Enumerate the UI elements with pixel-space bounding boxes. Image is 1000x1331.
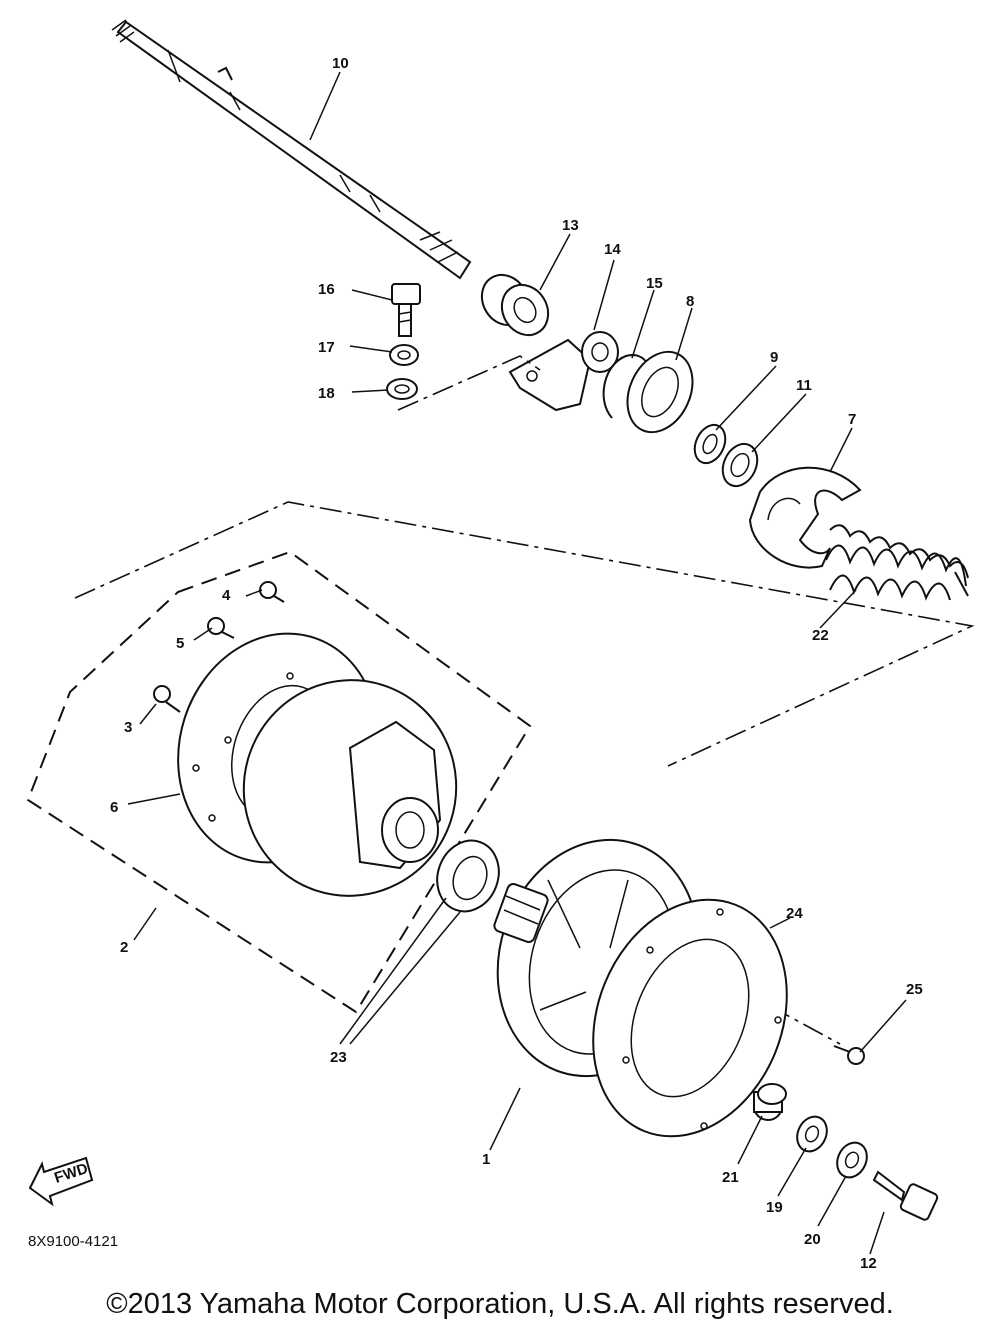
callout-18: 18 bbox=[318, 385, 335, 402]
washer-20-part bbox=[836, 1141, 868, 1179]
callout-21: 21 bbox=[722, 1169, 739, 1186]
spring-part bbox=[825, 524, 969, 601]
callout-8: 8 bbox=[686, 293, 694, 310]
movable-sheave-part bbox=[177, 632, 458, 897]
callout-25: 25 bbox=[906, 981, 923, 998]
washer-9-part bbox=[693, 423, 727, 465]
callout-5: 5 bbox=[176, 635, 184, 652]
bolt-4-part bbox=[259, 581, 285, 603]
callout-10: 10 bbox=[332, 55, 349, 72]
bolt-3-part bbox=[153, 685, 181, 713]
exploded-parts-diagram: FWD 10 13 14 15 8 9 11 7 16 17 18 bbox=[26, 19, 975, 1272]
reference-code: 8X9100-4121 bbox=[28, 1233, 118, 1250]
bolt-16-part bbox=[391, 283, 421, 337]
callout-20: 20 bbox=[804, 1231, 821, 1248]
copyright-notice: ©2013 Yamaha Motor Corporation, U.S.A. A… bbox=[106, 1288, 894, 1320]
callout-23: 23 bbox=[330, 1049, 347, 1066]
washer-19-part bbox=[796, 1115, 828, 1153]
callout-11: 11 bbox=[796, 377, 812, 394]
bracket-part bbox=[508, 331, 619, 412]
bolt-12-part bbox=[872, 1170, 939, 1221]
callout-22: 22 bbox=[812, 627, 829, 644]
washer-11-part bbox=[721, 442, 759, 488]
callout-14: 14 bbox=[604, 241, 621, 258]
callout-17: 17 bbox=[318, 339, 335, 356]
washer-17-part bbox=[389, 344, 419, 366]
shaft-part bbox=[111, 19, 472, 280]
callout-13: 13 bbox=[562, 217, 579, 234]
collar-part bbox=[753, 1083, 787, 1121]
callout-16: 16 bbox=[318, 281, 335, 298]
callout-2: 2 bbox=[120, 939, 128, 956]
callout-9: 9 bbox=[770, 349, 778, 366]
callout-6: 6 bbox=[110, 799, 118, 816]
plate-part bbox=[592, 898, 788, 1138]
washer-part bbox=[626, 350, 694, 434]
fwd-arrow-icon bbox=[28, 1156, 94, 1207]
callout-1: 1 bbox=[482, 1151, 490, 1168]
leader-lines bbox=[127, 71, 907, 1255]
callout-12: 12 bbox=[860, 1255, 877, 1272]
callout-7: 7 bbox=[848, 411, 856, 428]
bearing-part bbox=[480, 273, 550, 337]
callout-15: 15 bbox=[646, 275, 663, 292]
callout-24: 24 bbox=[786, 905, 803, 922]
alignment-line-frame bbox=[74, 501, 975, 767]
screw-25-part bbox=[833, 1045, 865, 1065]
alignment-line-upper bbox=[397, 355, 541, 411]
cam-part bbox=[748, 466, 862, 569]
oil-seal-part bbox=[436, 839, 500, 913]
callout-19: 19 bbox=[766, 1199, 783, 1216]
bolt-5-part bbox=[207, 617, 235, 639]
callout-3: 3 bbox=[124, 719, 132, 736]
sheave-assembly-boundary bbox=[26, 550, 532, 1014]
callout-4: 4 bbox=[222, 587, 231, 604]
washer-18-part bbox=[386, 378, 418, 400]
